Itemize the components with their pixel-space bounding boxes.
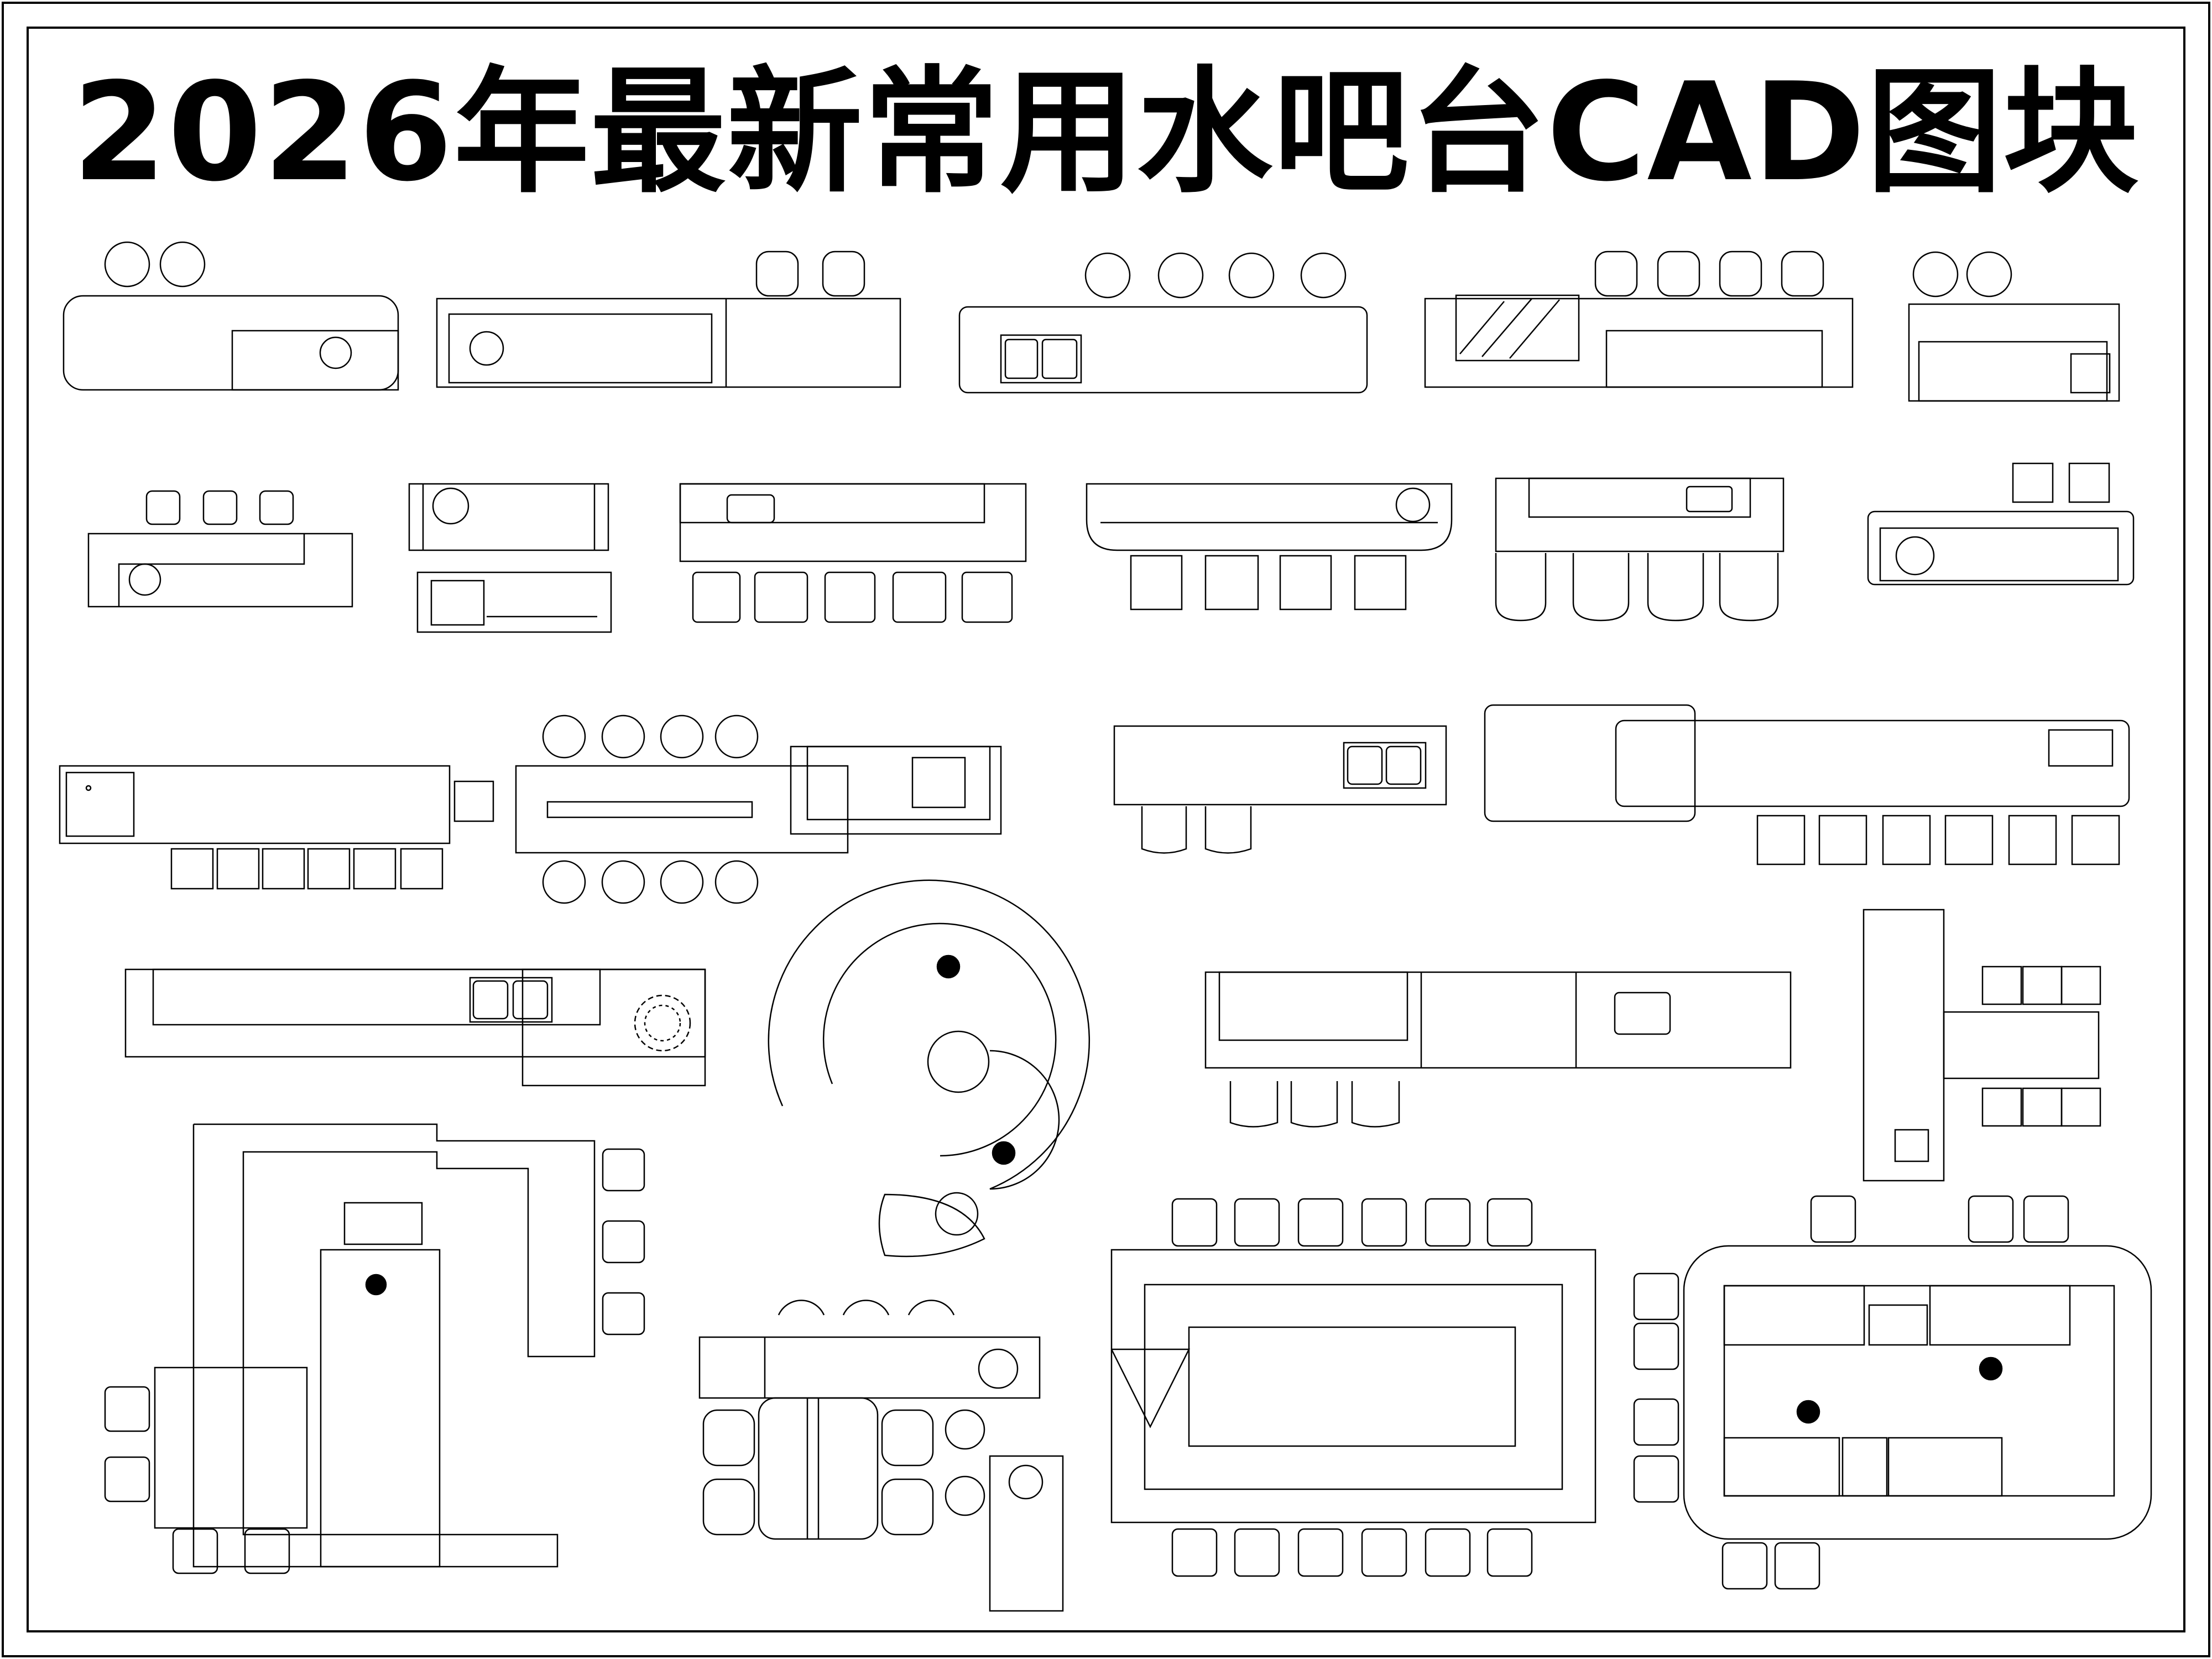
bar-block-5 <box>1908 251 2120 402</box>
bar-block-14 <box>1113 725 1447 854</box>
bar-block-17 <box>1204 971 1792 1128</box>
bar-block-1 <box>62 241 399 391</box>
bar-block-10 <box>1495 477 1785 622</box>
bar-block-4 <box>1424 251 1854 388</box>
bar-block-2 <box>436 251 901 388</box>
bar-block-21 <box>1110 1198 1597 1577</box>
bar-block-7 <box>408 483 612 633</box>
bar-block-3 <box>958 252 1368 394</box>
bar-block-18 <box>1863 909 2101 1182</box>
bar-block-12 <box>59 765 494 890</box>
bar-block-11 <box>1867 462 2135 586</box>
round-bar-block <box>768 879 1091 1258</box>
bar-block-22 <box>1633 1195 2152 1590</box>
bar-block-9 <box>1086 483 1453 611</box>
bar-block-20 <box>698 1300 1064 1612</box>
bar-block-8 <box>679 483 1027 623</box>
bar-block-19 <box>104 1123 645 1574</box>
bar-block-16 <box>124 968 706 1087</box>
inner-frame <box>27 27 2185 1632</box>
bar-block-15 <box>1484 704 2130 865</box>
bar-block-6 <box>87 490 353 608</box>
bar-block-13 <box>515 714 1002 904</box>
page-title: 2026年最新常用水吧台CAD图块 <box>72 54 2140 211</box>
